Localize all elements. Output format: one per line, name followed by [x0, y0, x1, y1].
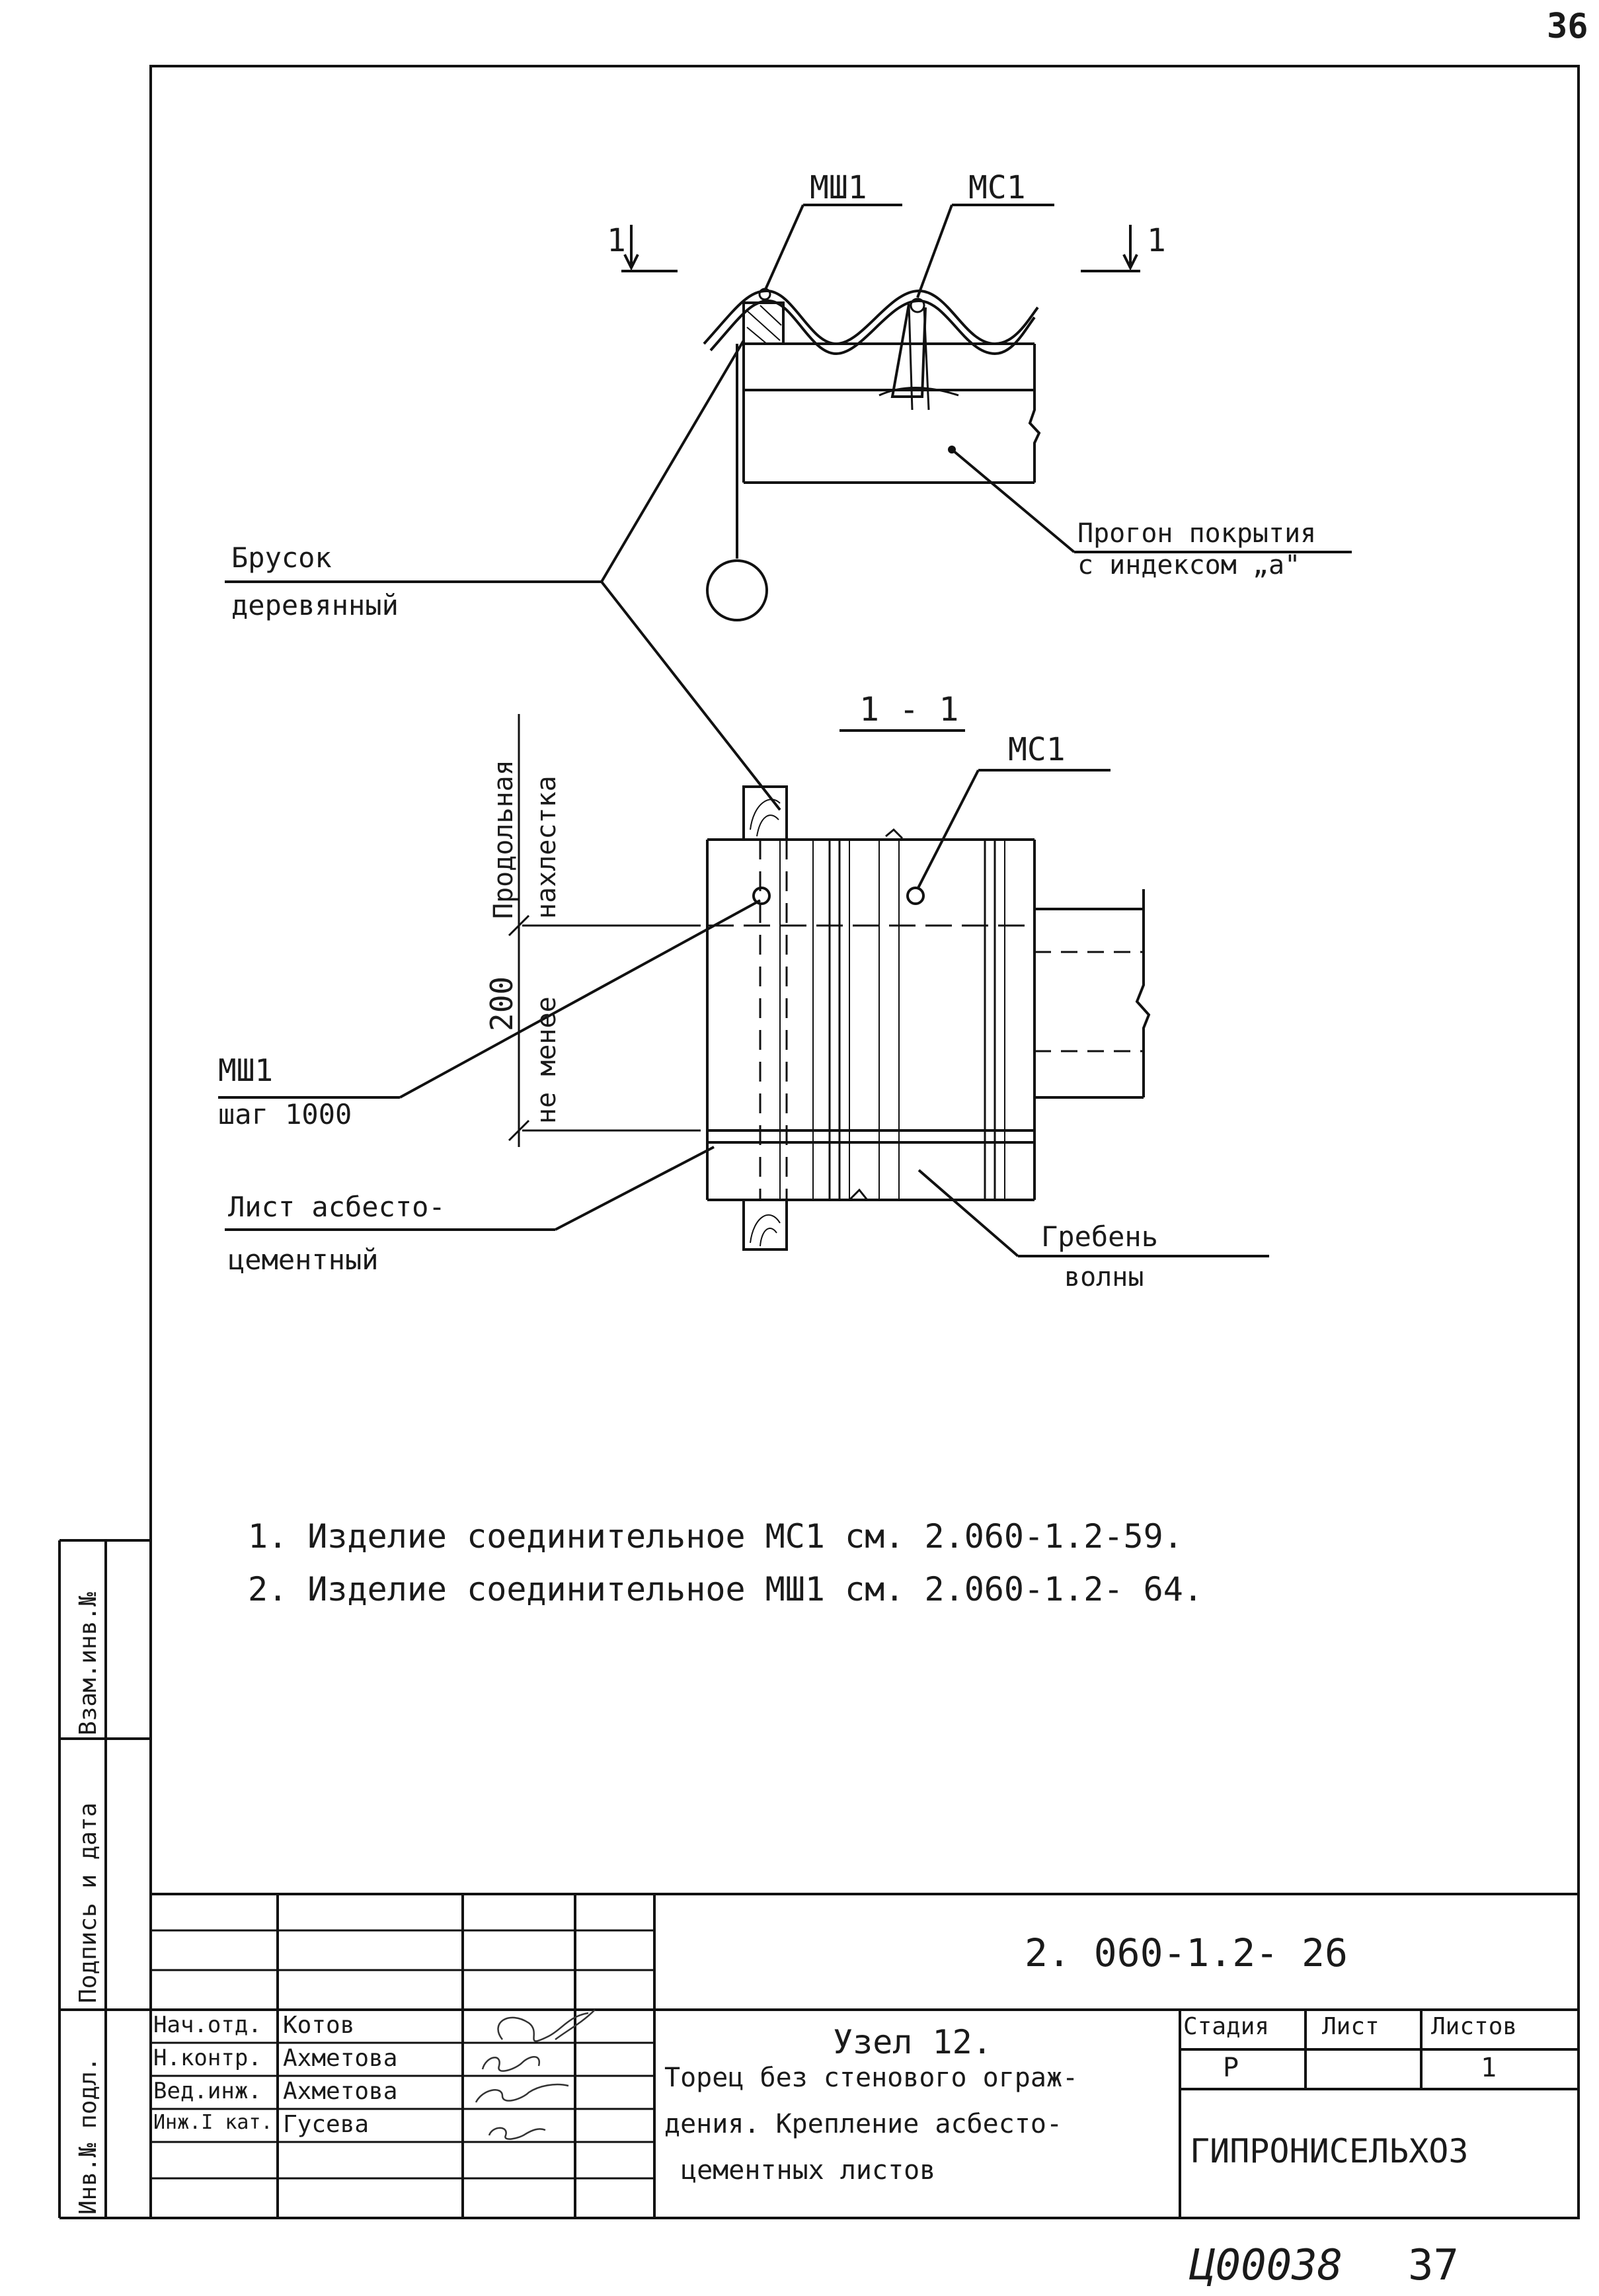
label-brusok-2: деревянный	[231, 589, 399, 621]
section-1-1	[218, 714, 1269, 1257]
page-number-top: 36	[1547, 7, 1588, 46]
label-msh1-top: МШ1	[810, 169, 867, 206]
label-ms1-section: МС1	[1008, 731, 1066, 768]
bottom-code: Ц00038	[1190, 2241, 1343, 2290]
label-progon-1: Прогон покрытия	[1077, 518, 1316, 549]
sheet-label: Лист	[1322, 2013, 1380, 2040]
name-inzh-kat: Гусева	[283, 2111, 370, 2138]
node-desc-1: Торец без стенового ограж-	[664, 2063, 1079, 2093]
label-sheet-2: цементный	[228, 1244, 379, 1276]
signature-kotov	[497, 2009, 596, 2042]
title-block	[151, 1893, 1579, 2218]
diagram-labels: МШ1 МС1 1 1 Прогон покрытия с индексом „…	[75, 169, 1316, 2215]
role-n-kontr: Н.контр.	[153, 2045, 262, 2071]
designation: 2. 060-1.2- 26	[1025, 1930, 1348, 1975]
bottom-page: 37	[1408, 2241, 1460, 2290]
role-ved-inzh: Вед.инж.	[153, 2078, 262, 2104]
label-crest-2: волны	[1064, 1262, 1144, 1292]
label-overlap-2: нахлестка	[531, 775, 562, 919]
label-msh1-section: МШ1	[218, 1052, 273, 1088]
label-sheet-1: Лист асбесто-	[228, 1191, 446, 1223]
top-detail	[225, 204, 1352, 811]
stage-label: Стадия	[1183, 2013, 1270, 2040]
label-section-mark-right: 1	[1147, 222, 1166, 259]
label-crest-1: Гребень	[1041, 1220, 1158, 1253]
organization: ГИПРОНИСЕЛЬХОЗ	[1190, 2132, 1469, 2170]
role-inzh-kat: Инж.I кат.	[153, 2111, 273, 2134]
sheets-value: 1	[1481, 2053, 1497, 2083]
label-msh1-step: шаг 1000	[218, 1098, 352, 1130]
node-desc-3: цементных листов	[681, 2155, 936, 2186]
signatures	[475, 2009, 596, 2140]
label-progon-2: с индексом „а"	[1077, 550, 1300, 580]
node-desc-2: дения. Крепление асбесто-	[664, 2109, 1063, 2139]
label-section-title: 1 - 1	[859, 690, 959, 729]
role-nach-otd: Нач.отд.	[153, 2012, 262, 2038]
name-nach-otd: Котов	[283, 2012, 355, 2039]
signature-guseva	[488, 2127, 546, 2140]
note-2: 2. Изделие соединительное МШ1 см. 2.060-…	[248, 1570, 1203, 1608]
stamp-col-inv: Инв.№ подл.	[75, 2057, 102, 2215]
sheet-frame	[58, 65, 1580, 2219]
label-ms1-top: МС1	[968, 169, 1026, 206]
stamp-col-vzam: Взам.инв.№	[75, 1592, 102, 1735]
label-section-mark-left: 1	[607, 222, 626, 259]
name-ved-inzh: Ахметова	[283, 2078, 398, 2105]
label-dim-value: 200	[484, 976, 520, 1031]
note-1: 1. Изделие соединительное МС1 см. 2.060-…	[248, 1517, 1183, 1556]
stamp-col-podpis: Подпись и дата	[75, 1803, 102, 2003]
name-n-kontr: Ахметова	[283, 2045, 398, 2072]
node-title: Узел 12.	[833, 2023, 992, 2061]
signature-akhmetova-1	[481, 2056, 541, 2072]
label-brusok-1: Брусок	[231, 541, 332, 574]
sheets-label: Листов	[1431, 2013, 1518, 2040]
label-overlap-1: Продольная	[488, 760, 519, 919]
stage-value: Р	[1223, 2053, 1239, 2083]
signature-akhmetova-2	[475, 2083, 569, 2103]
label-dim-note: не менее	[531, 996, 562, 1124]
